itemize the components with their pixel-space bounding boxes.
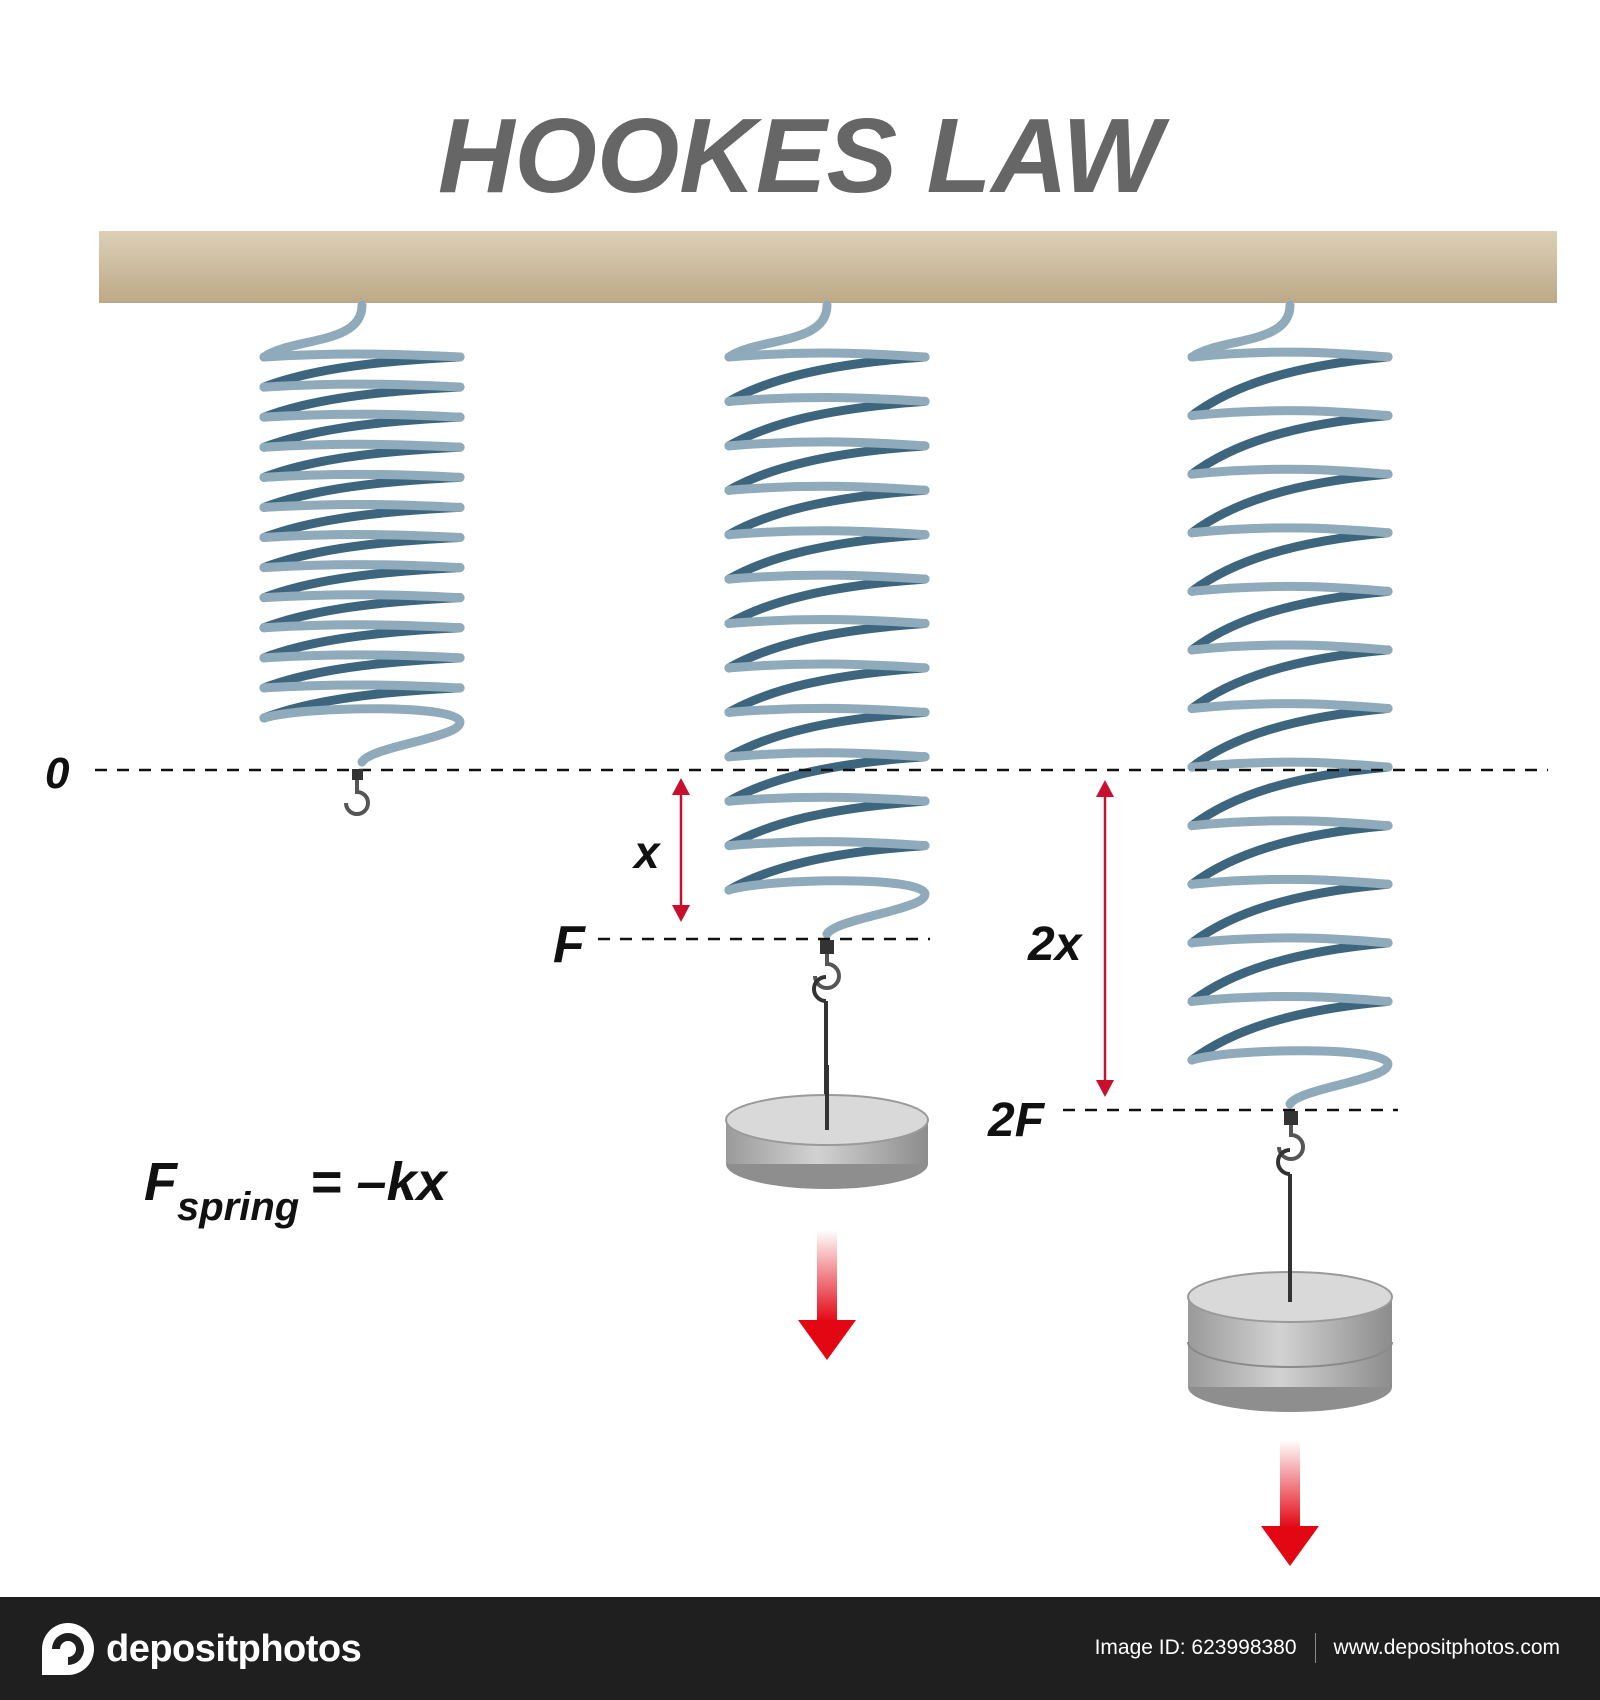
diagram-title: HOOKES LAW xyxy=(438,97,1170,215)
depositphotos-logo-icon xyxy=(42,1623,94,1675)
footer-divider xyxy=(1314,1633,1316,1663)
spring-unloaded xyxy=(259,300,465,767)
website-link[interactable]: www.depositphotos.com xyxy=(1333,1636,1560,1659)
spring-loaded-double xyxy=(1187,300,1393,1109)
weight-double xyxy=(1187,1240,1393,1412)
formula-force-symbol: F xyxy=(144,1152,179,1212)
image-id: Image ID: 623998380 xyxy=(1094,1636,1297,1659)
displacement-arrow-2x xyxy=(1096,780,1114,1097)
label-x: x xyxy=(631,826,662,878)
label-2x: 2x xyxy=(1027,918,1084,971)
label-zero: 0 xyxy=(45,749,70,798)
gravity-arrow-double xyxy=(1261,1440,1319,1566)
brand-name: depositphotos xyxy=(106,1627,362,1670)
displacement-arrow-x xyxy=(672,778,690,922)
formula-rhs: = –kx xyxy=(310,1152,449,1212)
ceiling-beam xyxy=(99,231,1557,303)
hook-unloaded xyxy=(344,769,370,816)
footer-meta: Image ID: 623998380 www.depositphotos.co… xyxy=(1095,1633,1560,1663)
label-2f: 2F xyxy=(987,1094,1046,1147)
gravity-arrow-single xyxy=(798,1230,856,1360)
formula-subscript: spring xyxy=(177,1185,299,1229)
brand[interactable]: depositphotos xyxy=(40,1621,362,1677)
label-f: F xyxy=(553,916,586,974)
hookes-law-formula: F spring = –kx xyxy=(144,1152,449,1229)
stock-footer: depositphotos Image ID: 623998380 www.de… xyxy=(0,1597,1600,1700)
weight-single xyxy=(725,1065,929,1189)
spring-loaded-single xyxy=(724,300,930,939)
